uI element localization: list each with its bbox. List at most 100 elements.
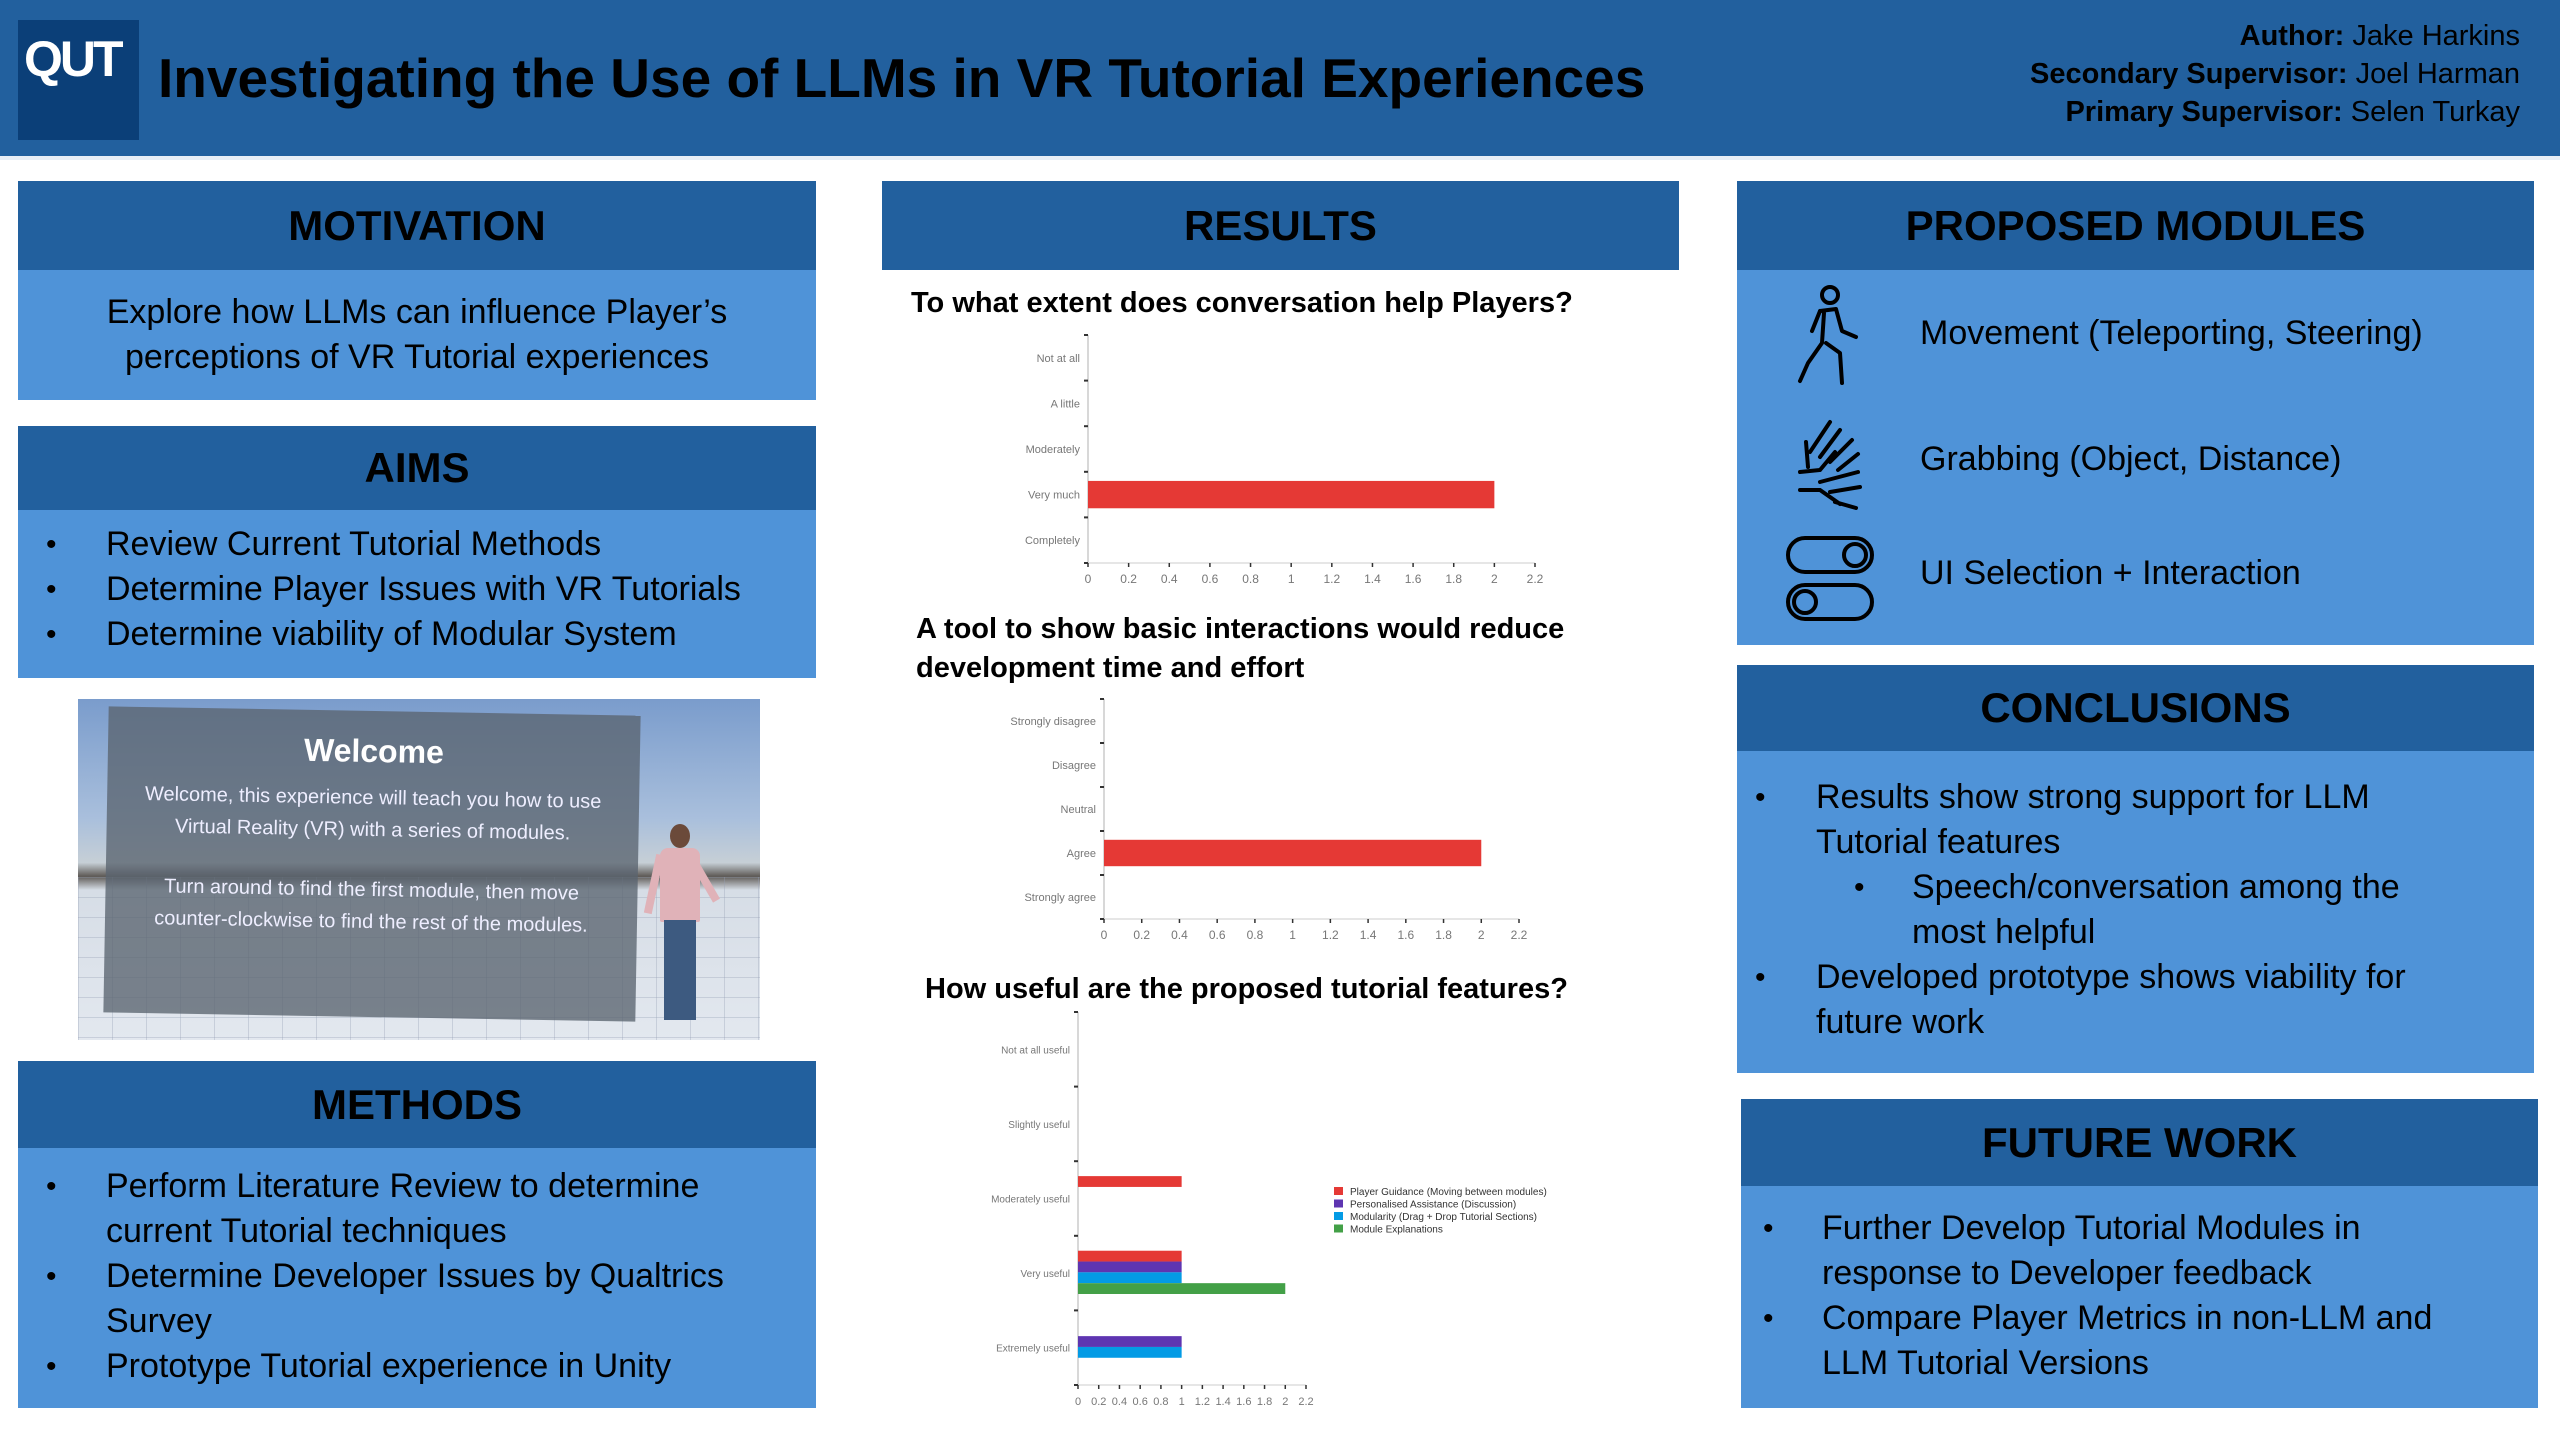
- aims-item: Review Current Tutorial Methods: [106, 525, 602, 563]
- x-tick-label: 2.2: [1511, 928, 1528, 940]
- chart-1-title: To what extent does conversation help Pl…: [911, 287, 1573, 319]
- conclusions-panel: • Results show strong support for LLM Tu…: [1737, 751, 2534, 1073]
- y-tick-label: Strongly agree: [1024, 892, 1096, 904]
- aims-panel: • Review Current Tutorial Methods • Dete…: [18, 510, 816, 678]
- bullet-icon: •: [46, 528, 57, 561]
- bar-series-2: [1078, 1336, 1182, 1347]
- motivation-heading: MOTIVATION: [18, 181, 816, 270]
- avatar-character: [643, 824, 720, 1029]
- x-tick-label: 1.6: [1405, 572, 1422, 586]
- x-tick-label: 0.2: [1091, 1396, 1106, 1405]
- secondary-supervisor-credit: Secondary Supervisor: Joel Harman: [2030, 58, 2520, 91]
- y-tick-label: Agree: [1067, 848, 1096, 860]
- x-tick-label: 1.4: [1215, 1396, 1230, 1405]
- bullet-icon: •: [1755, 961, 1766, 994]
- y-tick-label: Moderately: [1026, 444, 1081, 456]
- welcome-panel: Welcome Welcome, this experience will te…: [103, 706, 641, 1022]
- author-credit: Author: Jake Harkins: [2240, 20, 2520, 53]
- x-tick-label: 0.8: [1153, 1396, 1168, 1405]
- poster-header: QUT Investigating the Use of LLMs in VR …: [0, 0, 2560, 160]
- x-tick-label: 1.6: [1397, 928, 1414, 940]
- results-heading: RESULTS: [882, 181, 1679, 270]
- x-tick-label: 0.8: [1242, 572, 1259, 586]
- poster-title: Investigating the Use of LLMs in VR Tuto…: [158, 47, 1646, 109]
- welcome-text-2: Turn around to find the first module, th…: [154, 875, 588, 937]
- methods-heading: METHODS: [18, 1061, 816, 1148]
- methods-item: Perform Literature Review to determine c…: [106, 1167, 700, 1250]
- y-tick-label: Completely: [1025, 535, 1081, 547]
- secondary-name: Joel Harman: [2355, 58, 2520, 90]
- secondary-label: Secondary Supervisor:: [2030, 58, 2348, 90]
- x-tick-label: 1.8: [1435, 928, 1452, 940]
- module-ui-label: UI Selection + Interaction: [1920, 554, 2301, 592]
- primary-label: Primary Supervisor:: [2065, 96, 2343, 128]
- modules-heading: PROPOSED MODULES: [1737, 181, 2534, 270]
- x-tick-label: 1.2: [1195, 1396, 1210, 1405]
- module-movement-label: Movement (Teleporting, Steering): [1920, 314, 2423, 352]
- x-tick-label: 1.2: [1322, 928, 1339, 940]
- y-tick-label: Extremely useful: [996, 1344, 1070, 1355]
- author-label: Author:: [2239, 20, 2345, 52]
- x-tick-label: 1.8: [1445, 572, 1462, 586]
- x-tick-label: 0: [1101, 928, 1108, 940]
- y-tick-label: Not at all useful: [1001, 1045, 1070, 1056]
- x-tick-label: 1.2: [1323, 572, 1340, 586]
- y-tick-label: A little: [1051, 398, 1080, 410]
- x-tick-label: 0.2: [1120, 572, 1137, 586]
- x-tick-label: 1: [1289, 928, 1296, 940]
- x-tick-label: 0.4: [1171, 928, 1188, 940]
- x-tick-label: 0.6: [1209, 928, 1226, 940]
- legend-swatch: [1334, 1212, 1343, 1220]
- x-tick-label: 2.2: [1298, 1396, 1313, 1405]
- primary-supervisor-credit: Primary Supervisor: Selen Turkay: [2065, 96, 2520, 129]
- bullet-icon: •: [1755, 781, 1766, 814]
- bullet-icon: •: [46, 1170, 57, 1203]
- walking-person-icon: [1798, 285, 1858, 385]
- primary-name: Selen Turkay: [2350, 96, 2520, 128]
- x-tick-label: 1.4: [1360, 928, 1377, 940]
- bullet-icon: •: [46, 1350, 57, 1383]
- conclusions-sub-item: Speech/conversation among the most helpf…: [1912, 868, 2400, 951]
- x-tick-label: 0.4: [1161, 572, 1178, 586]
- legend-label: Module Explanations: [1350, 1225, 1443, 1236]
- legend-label: Personalised Assistance (Discussion): [1350, 1200, 1516, 1211]
- x-tick-label: 0.6: [1202, 572, 1219, 586]
- x-tick-label: 1: [1288, 572, 1295, 586]
- bullet-icon: •: [46, 1260, 57, 1293]
- bar-agree: [1104, 839, 1482, 867]
- x-tick-label: 0.4: [1112, 1396, 1127, 1405]
- x-tick-label: 1.6: [1236, 1396, 1251, 1405]
- future-work-heading: FUTURE WORK: [1741, 1099, 2538, 1186]
- bar-very-much: [1088, 480, 1495, 509]
- x-tick-label: 0.6: [1133, 1396, 1148, 1405]
- x-tick-label: 2: [1478, 928, 1485, 940]
- motivation-text: Explore how LLMs can influence Player’s …: [106, 293, 728, 376]
- legend-label: Modularity (Drag + Drop Tutorial Section…: [1350, 1212, 1537, 1223]
- bar-series-1: [1078, 1250, 1182, 1262]
- conclusions-item: Developed prototype shows viability for …: [1816, 958, 2406, 1041]
- y-tick-label: Moderately useful: [991, 1195, 1070, 1206]
- chart-3-title: How useful are the proposed tutorial fea…: [925, 973, 1568, 1005]
- x-tick-label: 0: [1085, 572, 1092, 586]
- legend-swatch: [1334, 1199, 1343, 1208]
- bullet-icon: •: [1854, 871, 1865, 904]
- aims-item: Determine viability of Modular System: [106, 615, 677, 653]
- legend-swatch: [1334, 1224, 1343, 1233]
- bullet-icon: •: [46, 618, 57, 651]
- bullet-icon: •: [46, 573, 57, 606]
- x-tick-label: 0.8: [1247, 928, 1264, 940]
- chart-2: Strongly disagreeDisagreeNeutralAgreeStr…: [1010, 698, 1528, 940]
- y-tick-label: Strongly disagree: [1010, 716, 1096, 728]
- conclusions-heading: CONCLUSIONS: [1737, 665, 2534, 751]
- y-tick-label: Slightly useful: [1008, 1120, 1070, 1131]
- bullet-icon: •: [1763, 1212, 1774, 1245]
- y-tick-label: Not at all: [1037, 353, 1080, 365]
- x-tick-label: 2: [1491, 572, 1498, 586]
- x-tick-label: 1: [1179, 1396, 1185, 1405]
- conclusions-item: Results show strong support for LLM Tuto…: [1816, 778, 2370, 861]
- bullet-icon: •: [1763, 1302, 1774, 1335]
- x-tick-label: 2.2: [1527, 572, 1544, 586]
- aims-heading: AIMS: [18, 426, 816, 510]
